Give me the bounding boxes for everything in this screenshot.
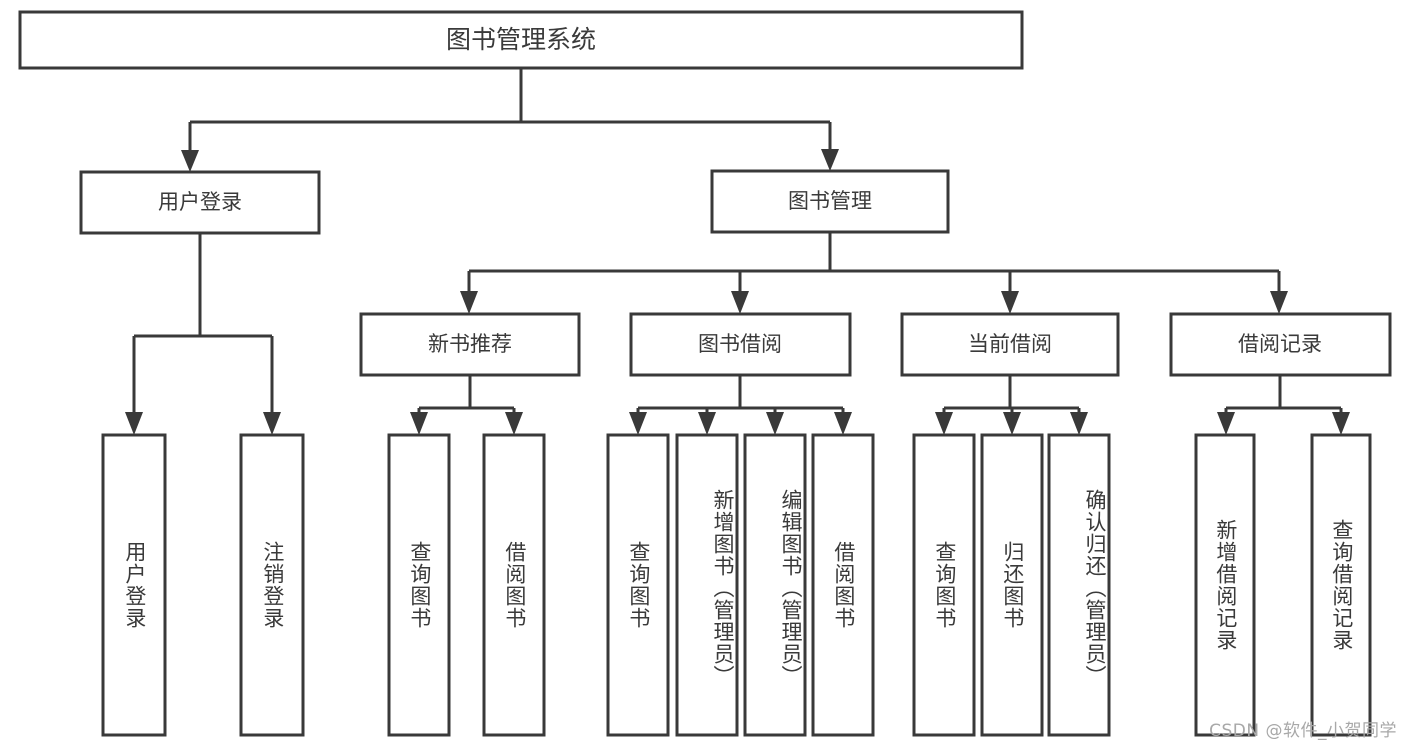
node-root-box[interactable]: [18, 10, 1024, 70]
node-user-login-label: 用户登录: [158, 190, 242, 214]
node-new-book-recommend-box[interactable]: [359, 312, 581, 377]
arrow-head-currentborrow-query: [935, 412, 953, 435]
node-leaf-borrowrecord-add-box[interactable]: [1194, 433, 1256, 737]
node-book-management-box[interactable]: [710, 169, 950, 234]
connector-group-user-login: [125, 233, 281, 435]
watermark-text: CSDN @软件_小贺同学: [1209, 721, 1397, 741]
node-user-login-box[interactable]: [79, 170, 321, 235]
node-book-management[interactable]: 图书管理: [710, 169, 950, 234]
node-borrow-record-box[interactable]: [1169, 312, 1392, 377]
arrow-head-newbook-query: [410, 412, 428, 435]
node-book-borrow[interactable]: 图书借阅: [629, 312, 852, 377]
arrow-head-user-login-leaf: [125, 412, 143, 435]
node-current-borrow-label: 当前借阅: [968, 332, 1052, 356]
arrow-head-currentborrow-confirm: [1070, 412, 1088, 435]
node-leaf-currentborrow-confirm-box[interactable]: [1047, 433, 1111, 737]
node-leaf-logout-box[interactable]: [239, 433, 305, 737]
node-leaf-user-login-box[interactable]: [101, 433, 167, 737]
node-borrow-record-label: 借阅记录: [1238, 332, 1322, 356]
connector-group-current-borrow: [935, 375, 1088, 435]
node-leaf-bookborrow-add-box[interactable]: [675, 433, 739, 737]
node-book-borrow-box[interactable]: [629, 312, 852, 377]
arrow-head-to-book-management: [821, 149, 839, 171]
arrow-head-bookborrow-lend: [834, 412, 852, 435]
arrow-head-newbook-borrow: [505, 412, 523, 435]
arrow-head-borrowrecord-query: [1332, 412, 1350, 435]
arrow-head-new-book-recommend: [460, 291, 478, 314]
connector-group-book-management: [460, 232, 1288, 314]
node-leaf-bookborrow-edit-box[interactable]: [743, 433, 807, 737]
node-leaf-newbook-borrow-box[interactable]: [482, 433, 546, 737]
node-borrow-record[interactable]: 借阅记录: [1169, 312, 1392, 377]
node-current-borrow[interactable]: 当前借阅: [900, 312, 1120, 377]
node-root-label: 图书管理系统: [446, 25, 596, 54]
connector-group-book-borrow: [629, 375, 852, 435]
node-new-book-recommend-label: 新书推荐: [428, 332, 512, 356]
arrow-head-borrowrecord-add: [1217, 412, 1235, 435]
arrow-head-logout-leaf: [263, 412, 281, 435]
node-leaf-currentborrow-return-box[interactable]: [980, 433, 1044, 737]
node-leaf-bookborrow-query-box[interactable]: [606, 433, 670, 737]
node-leaf-bookborrow-lend-box[interactable]: [811, 433, 875, 737]
node-book-borrow-label: 图书借阅: [698, 332, 782, 356]
arrow-head-to-user-login: [181, 150, 199, 172]
arrow-head-current-borrow: [1001, 291, 1019, 314]
leaf-boxes: [101, 433, 1372, 737]
arrow-head-book-borrow: [731, 291, 749, 314]
connector-group-root: [181, 68, 839, 172]
connector-group-borrow-record: [1217, 375, 1350, 435]
node-current-borrow-box[interactable]: [900, 312, 1120, 377]
arrow-head-borrow-record: [1270, 291, 1288, 314]
node-root[interactable]: 图书管理系统: [18, 10, 1024, 70]
node-leaf-borrowrecord-query-box[interactable]: [1310, 433, 1372, 737]
arrow-head-bookborrow-query: [629, 412, 647, 435]
node-user-login[interactable]: 用户登录: [79, 170, 321, 235]
arrow-head-bookborrow-edit: [766, 412, 784, 435]
node-book-management-label: 图书管理: [788, 189, 872, 213]
node-new-book-recommend[interactable]: 新书推荐: [359, 312, 581, 377]
arrow-head-currentborrow-return: [1003, 412, 1021, 435]
arrow-head-bookborrow-add: [698, 412, 716, 435]
node-leaf-currentborrow-query-box[interactable]: [912, 433, 976, 737]
node-leaf-newbook-query-box[interactable]: [387, 433, 451, 737]
connector-group-new-book-recommend: [410, 375, 523, 435]
